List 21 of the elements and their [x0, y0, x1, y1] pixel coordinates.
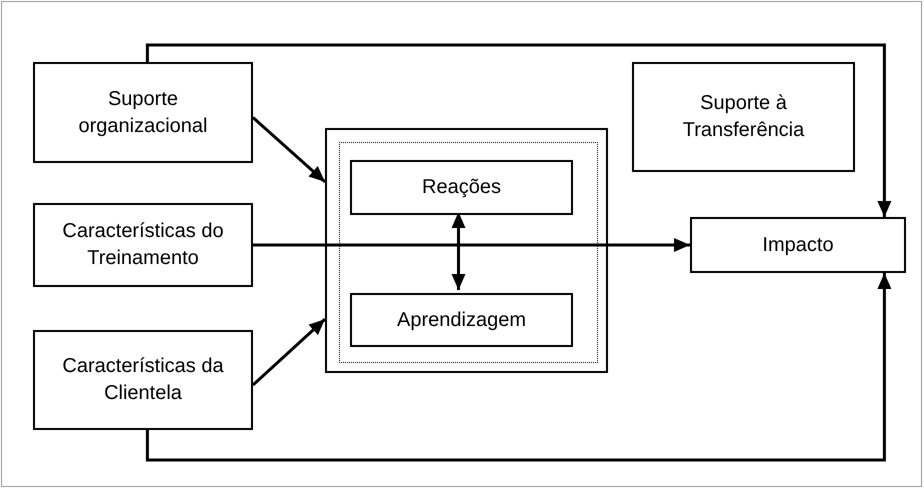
process-box: [33, 62, 253, 163]
node-label: Características da Clientela: [61, 354, 225, 406]
arrow: [252, 318, 326, 386]
arrow: [252, 116, 326, 184]
process-box: [33, 330, 253, 430]
process-box: [350, 160, 573, 215]
node-label: Suporte organizacional: [78, 86, 208, 138]
process-box: [350, 293, 573, 347]
process-box: [690, 217, 906, 273]
node-label: Características do Treinamento: [61, 219, 225, 271]
outer-frame-box: [325, 128, 608, 373]
node-label: Impacto: [762, 232, 834, 258]
node-label: Suporte à Transferência: [682, 91, 806, 143]
process-box: [632, 62, 855, 172]
process-box: [33, 203, 253, 287]
node-label: Aprendizagem: [397, 308, 526, 332]
dotted-box: [339, 142, 598, 363]
arrow: [253, 238, 690, 252]
arrow: [146, 44, 892, 217]
node-label: Reações: [422, 175, 501, 200]
arrow: [146, 273, 892, 462]
